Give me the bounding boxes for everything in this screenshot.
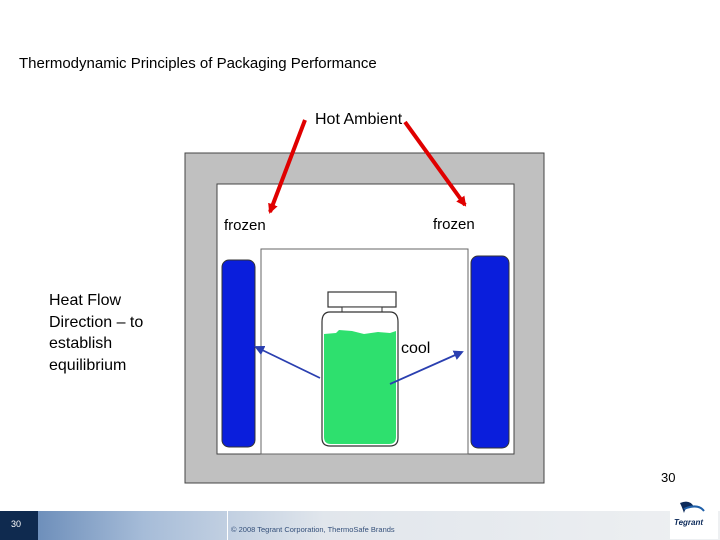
- footer-divider: [227, 511, 228, 540]
- footer-page-number: 30: [11, 519, 22, 529]
- heat-arrow-right: [389, 350, 464, 385]
- copyright-text: © 2008 Tegrant Corporation, ThermoSafe B…: [231, 525, 395, 534]
- tegrant-logo-text: Tegrant: [674, 518, 704, 527]
- page-number: 30: [661, 470, 676, 485]
- vial-neck: [341, 306, 383, 313]
- heat-flow-label: Heat Flow Direction – to establish equil…: [49, 292, 144, 374]
- vial-liquid: [324, 330, 396, 444]
- hot-arrow-right: [403, 120, 467, 207]
- vial-cap: [327, 291, 397, 308]
- vial: [321, 291, 399, 447]
- heat-arrow-left: [254, 345, 321, 379]
- tegrant-logo-icon: [670, 499, 718, 539]
- hot-ambient-label: Hot Ambient: [315, 111, 403, 128]
- cool-label: cool: [401, 340, 430, 357]
- slide-title: Thermodynamic Principles of Packaging Pe…: [19, 55, 377, 72]
- hot-arrow-left: [268, 119, 307, 214]
- footer-bar: [0, 511, 720, 540]
- frozen-label-right: frozen: [433, 216, 475, 233]
- frozen-label-left: frozen: [224, 217, 266, 234]
- footer-page-box: [0, 511, 38, 540]
- frozen-pack-right: [470, 255, 510, 449]
- frozen-pack-left: [221, 259, 256, 448]
